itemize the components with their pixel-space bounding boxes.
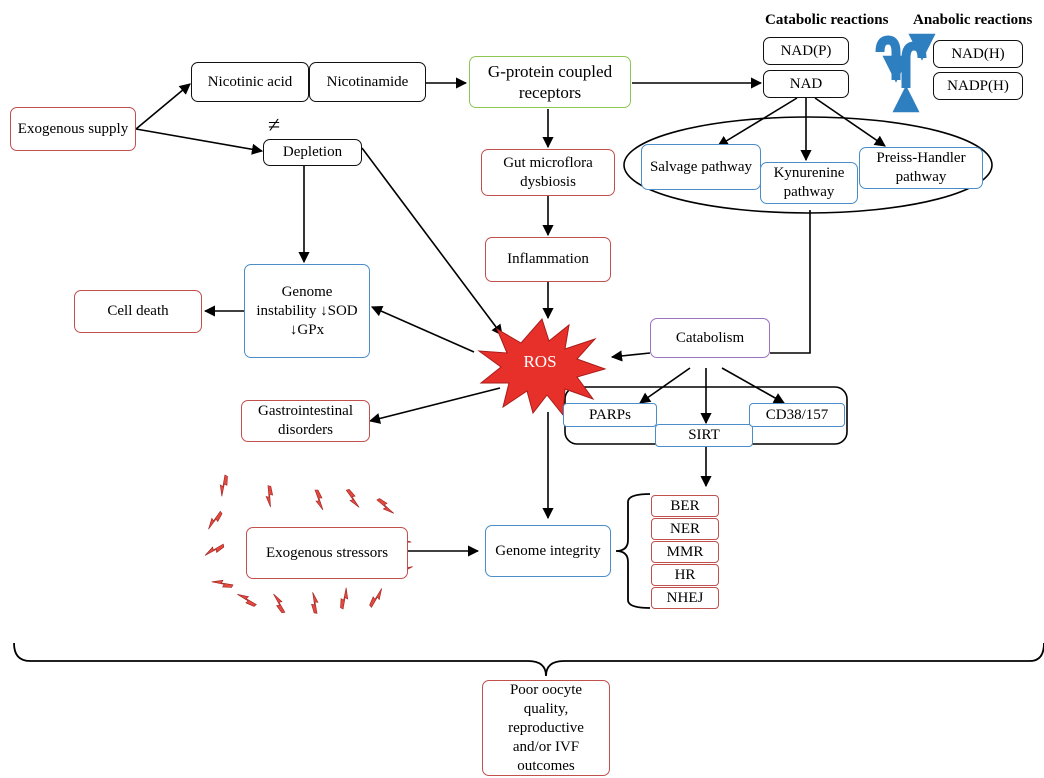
cell-death-node: Cell death — [74, 290, 202, 333]
arrow-ros-to-gi — [368, 387, 501, 424]
lightning-icon — [204, 543, 225, 556]
exogenous-supply-node: Exogenous supply — [10, 107, 136, 151]
nadh-node: NAD(H) — [933, 40, 1023, 68]
repair-ner-node: NER — [651, 518, 719, 540]
arrow-nad-to-salvage — [717, 97, 798, 147]
nadp-node: NAD(P) — [763, 37, 849, 65]
lightning-icon — [211, 579, 234, 588]
connector-ellipse-to-catabolism — [770, 210, 811, 354]
nad-pathways-ellipse — [623, 116, 993, 214]
exogenous-stressors-node: Exogenous stressors — [246, 527, 408, 579]
arrow-ros-to-instability — [370, 305, 475, 353]
repair-nhej-node: NHEJ — [651, 587, 719, 609]
cycle-arrows-icon — [875, 33, 936, 113]
ros-label: ROS — [523, 352, 557, 371]
salvage-pathway-node: Salvage pathway — [641, 144, 761, 190]
repair-mmr-node: MMR — [651, 541, 719, 563]
genome-integrity-node: Genome integrity — [485, 525, 611, 577]
arrow-supply-to-nicotinic — [135, 83, 191, 130]
preiss-handler-pathway-node: Preiss-Handler pathway — [859, 147, 983, 189]
lightning-icon — [311, 592, 319, 614]
parps-node: PARPs — [563, 403, 657, 427]
repair-hr-node: HR — [651, 564, 719, 586]
arrow-nad-to-preiss — [814, 97, 886, 147]
arrow-supply-to-depletion — [135, 128, 264, 155]
depletion-node: Depletion — [263, 139, 362, 166]
gpcr-node: G-protein coupled receptors — [469, 56, 631, 108]
gut-dysbiosis-node: Gut microflora dysbiosis — [481, 149, 615, 196]
nicotinamide-node: Nicotinamide — [309, 62, 426, 102]
nadph-node: NADP(H) — [933, 72, 1023, 100]
lightning-icon — [273, 593, 286, 614]
lightning-icon — [237, 594, 257, 607]
lightning-icon — [369, 588, 382, 608]
sirt-node: SIRT — [655, 424, 753, 447]
arrow-depletion-to-ros — [361, 147, 503, 336]
repair-brace — [615, 493, 651, 609]
not-equal-symbol: ≠ — [268, 112, 281, 137]
outcome-node: Poor oocyte quality, reproductive and/or… — [482, 680, 610, 776]
cd38-node: CD38/157 — [749, 403, 845, 427]
arrow-catabolism-to-cd38 — [721, 367, 785, 404]
kynurenine-pathway-node: Kynurenine pathway — [760, 162, 858, 204]
lightning-icon — [314, 489, 324, 511]
lightning-icon — [345, 489, 360, 508]
lightning-icon — [219, 474, 228, 497]
lightning-icon — [340, 587, 349, 610]
outcome-brace — [13, 642, 1044, 677]
nicotinic-acid-node: Nicotinic acid — [191, 62, 309, 102]
repair-ber-node: BER — [651, 495, 719, 517]
inflammation-node: Inflammation — [485, 237, 611, 282]
lightning-icon — [265, 485, 274, 508]
catabolism-node: Catabolism — [650, 318, 770, 358]
gastrointestinal-disorders-node: Gastrointestinal disorders — [241, 400, 370, 442]
arrow-catabolism-to-ros — [610, 350, 651, 362]
lightning-icon — [208, 510, 223, 530]
ros-starburst-icon — [477, 318, 607, 417]
nad-node: NAD — [763, 70, 849, 98]
lightning-icon — [376, 498, 395, 514]
anabolic-reactions-header: Anabolic reactions — [913, 12, 1033, 28]
arrow-catabolism-to-parps — [639, 367, 691, 404]
catabolic-reactions-header: Catabolic reactions — [765, 12, 889, 28]
genome-instability-node: Genome instability ↓SOD ↓GPx — [244, 264, 370, 358]
